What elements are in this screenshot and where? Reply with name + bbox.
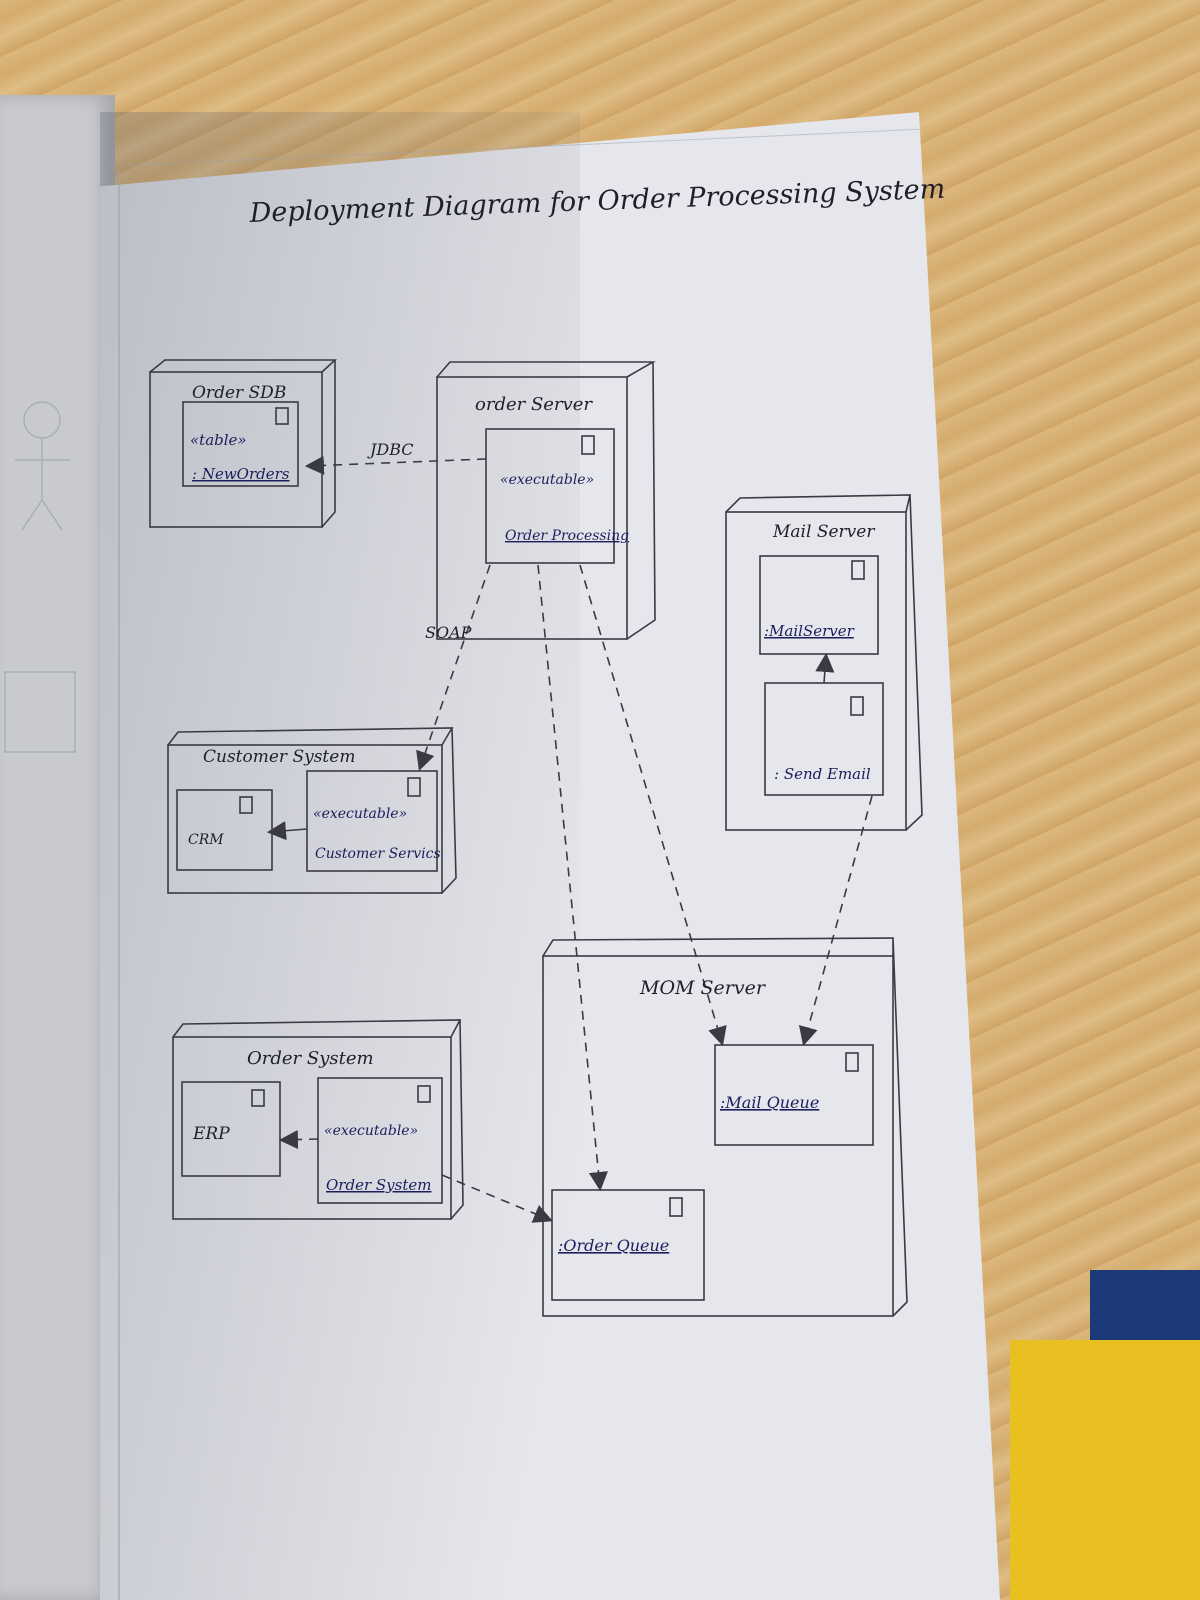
mail-queue-component: :Mail Queue — [720, 1093, 819, 1112]
order-system-node — [172, 1019, 464, 1220]
jdbc-connector — [304, 455, 487, 475]
soap-connector — [416, 564, 491, 772]
facing-page-sketch — [4, 401, 76, 753]
page-margin-rule — [118, 170, 120, 1600]
order-server-node — [436, 361, 656, 640]
order-sdb-stereotype: «table» — [190, 431, 247, 449]
customer-service-to-crm — [266, 821, 308, 841]
order-server-stereotype: «executable» — [500, 472, 594, 488]
soap-label: SOAP — [425, 623, 472, 642]
new-orders-component: : NewOrders — [192, 465, 290, 483]
order-server-label: order Server — [475, 394, 593, 415]
customer-system-node — [167, 727, 457, 894]
order-processing-to-mail-queue — [579, 564, 727, 1047]
jdbc-label: JDBC — [367, 440, 414, 459]
order-system-to-order-queue — [441, 1174, 553, 1223]
order-system-exe-to-erp — [278, 1129, 319, 1150]
order-sdb-node — [149, 359, 338, 528]
mom-server-label: MOM Server — [639, 977, 767, 999]
yellow-object — [1010, 1340, 1200, 1600]
facing-notebook-page — [0, 95, 115, 1600]
customer-services-component: Customer Servics — [315, 846, 441, 862]
order-processing-component: Order Processing — [505, 528, 629, 544]
send-email-component: : Send Email — [774, 765, 871, 783]
erp-component: ERP — [192, 1124, 230, 1144]
customer-system-stereotype: «executable» — [313, 806, 407, 822]
mail-server-node — [725, 494, 923, 831]
send-email-to-mailserver — [815, 652, 835, 684]
mail-server-label: Mail Server — [772, 522, 875, 542]
crm-component: CRM — [188, 832, 224, 848]
diagram-title: Deployment Diagram for Order Processing … — [248, 174, 946, 229]
customer-system-label: Customer System — [203, 747, 355, 767]
order-sdb-label: Order SDB — [192, 383, 286, 403]
send-email-to-mail-queue — [798, 795, 873, 1047]
mailserver-component: :MailServer — [764, 622, 855, 640]
order-processing-to-order-queue — [537, 564, 608, 1192]
order-system-stereotype: «executable» — [324, 1123, 418, 1139]
order-system-component: Order System — [326, 1176, 431, 1194]
order-queue-component: :Order Queue — [558, 1236, 669, 1255]
mom-server-node — [542, 937, 908, 1317]
order-system-label: Order System — [247, 1048, 374, 1069]
